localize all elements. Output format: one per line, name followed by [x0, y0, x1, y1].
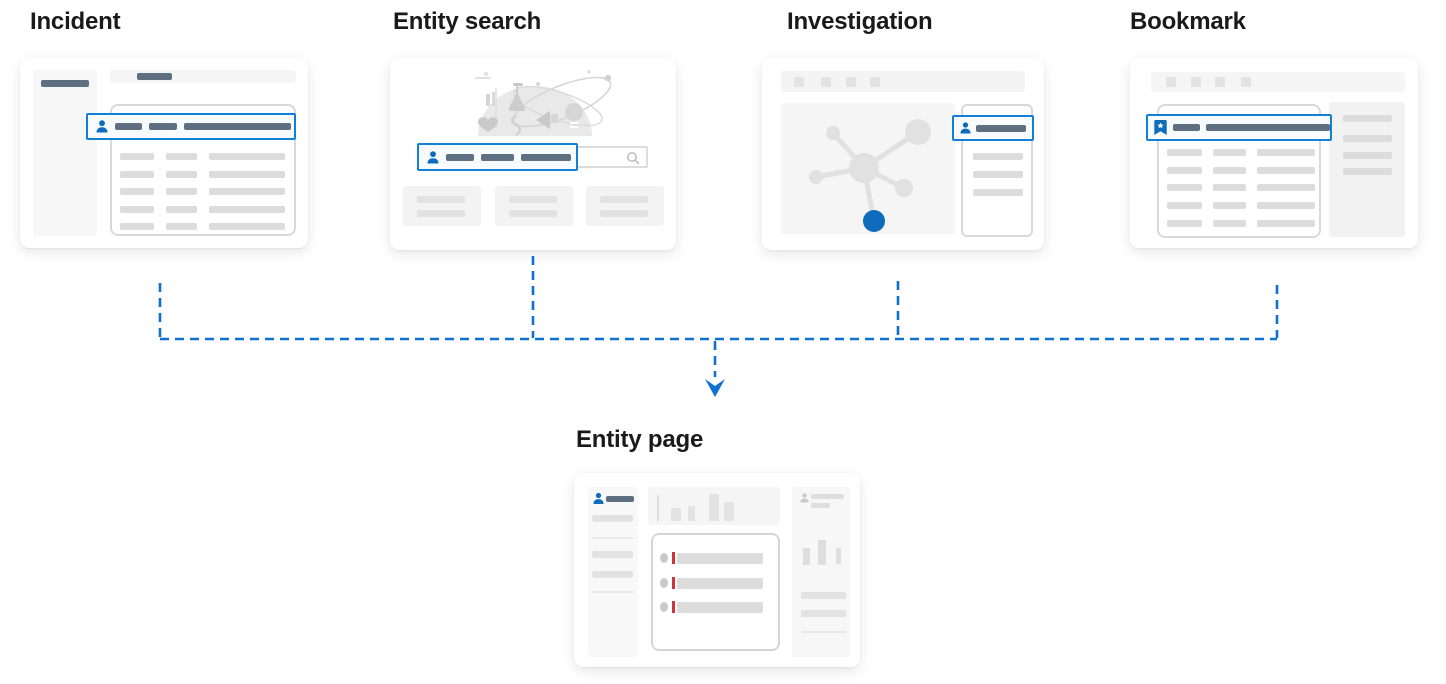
- result-card: [586, 186, 664, 226]
- placeholder-bar: [184, 123, 291, 130]
- investigation-graph-area: [781, 103, 955, 234]
- incident-title: Incident: [30, 8, 121, 35]
- entity-page-alert-list: [651, 533, 780, 651]
- table-row: [1167, 167, 1315, 174]
- severity-tick: [672, 601, 675, 613]
- placeholder-bar: [1206, 124, 1330, 131]
- bookmark-title: Bookmark: [1130, 8, 1246, 35]
- incident-card: [20, 58, 308, 248]
- investigation-toolbar: [781, 71, 1025, 92]
- table-row: [120, 223, 285, 230]
- incident-sidebar: [33, 70, 97, 236]
- table-row: [1167, 202, 1315, 209]
- entity-search-title: Entity search: [393, 8, 542, 35]
- placeholder-bar: [1173, 124, 1200, 131]
- placeholder-bar: [137, 73, 172, 80]
- table-row: [120, 188, 285, 195]
- person-icon: [593, 492, 604, 504]
- entity-page-sidebar: [588, 487, 638, 657]
- placeholder-bar: [481, 153, 514, 161]
- graph-center-node: [849, 153, 879, 183]
- investigation-highlight: [952, 115, 1034, 141]
- entity-page-title: Entity page: [576, 426, 704, 453]
- investigation-card: [762, 58, 1044, 250]
- search-icon: [627, 152, 640, 165]
- severity-tick: [672, 577, 675, 589]
- bookmark-side-panel: [1329, 102, 1405, 237]
- person-icon: [96, 120, 108, 133]
- person-icon-gray: [800, 493, 809, 503]
- entity-page-insights-panel: [792, 487, 850, 657]
- placeholder-bar: [41, 80, 89, 87]
- placeholder-bar: [149, 123, 177, 130]
- incident-highlight-row: [86, 113, 296, 140]
- table-row: [120, 171, 285, 178]
- network-graph: [809, 119, 931, 232]
- placeholder-bar: [521, 153, 571, 161]
- graph-entity-node: [863, 210, 885, 232]
- bookmark-toolbar: [1151, 72, 1405, 92]
- investigation-title: Investigation: [787, 8, 933, 35]
- ml-illustration: [475, 70, 612, 136]
- bookmark-icon: [1154, 120, 1167, 135]
- arrow-down-icon: [705, 379, 725, 397]
- list-bullet: [660, 602, 668, 612]
- severity-tick: [672, 552, 675, 564]
- incident-topbar: [110, 70, 296, 83]
- table-row: [1167, 149, 1315, 156]
- list-bullet: [660, 578, 668, 588]
- table-row: [1167, 220, 1315, 227]
- list-bullet: [660, 553, 668, 563]
- bookmark-card: [1130, 58, 1418, 248]
- entity-page-chart: [648, 487, 780, 525]
- placeholder-bar: [115, 123, 142, 130]
- result-card: [403, 186, 481, 226]
- bookmark-highlight-row: [1146, 114, 1332, 141]
- entity-page-card: [574, 473, 860, 667]
- mini-chart-bar: [803, 548, 810, 565]
- placeholder-bar: [976, 124, 1026, 132]
- result-card: [495, 186, 573, 226]
- entity-search-card: [390, 58, 676, 250]
- table-row: [120, 206, 285, 213]
- entity-search-highlight: [417, 143, 578, 171]
- placeholder-bar: [446, 153, 474, 161]
- table-row: [1167, 184, 1315, 191]
- table-row: [120, 153, 285, 160]
- person-icon: [960, 122, 971, 134]
- person-icon: [427, 150, 439, 163]
- mini-chart-bar: [836, 548, 841, 564]
- mini-chart-bar: [818, 540, 826, 565]
